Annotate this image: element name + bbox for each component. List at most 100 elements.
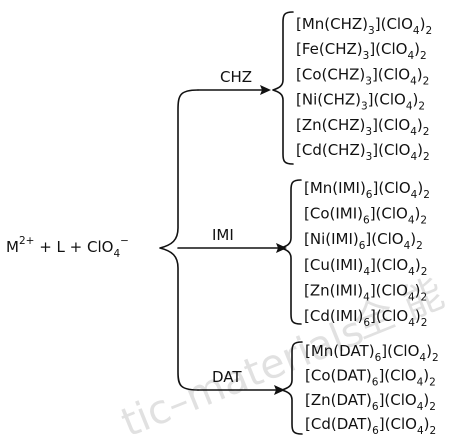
formula-subscript: 4 <box>417 401 424 413</box>
formula-subscript: 4 <box>410 75 417 87</box>
formula-subscript: 3 <box>368 25 375 37</box>
formula-subscript: 2 <box>429 401 436 413</box>
formula-part: ](ClO <box>381 342 419 360</box>
formula-subscript: 2 <box>423 126 430 138</box>
product-formula: [Mn(IMI)6](ClO4)2 <box>304 179 430 201</box>
formula-subscript: 2 <box>423 75 430 87</box>
product-formula: [Co(CHZ)3](ClO4)2 <box>296 65 429 87</box>
formula-part: [Fe(CHZ) <box>296 40 363 58</box>
formula-part: [Cd(CHZ) <box>296 141 366 159</box>
branch-label-imi: IMI <box>212 226 234 244</box>
formula-subscript: 4 <box>411 189 418 201</box>
formula-subscript: 4 <box>404 240 411 252</box>
formula-part: ) <box>423 366 429 384</box>
formula-part: [Mn(DAT) <box>305 342 375 360</box>
formula-subscript: 6 <box>363 317 370 329</box>
formula-part: ](ClO <box>379 391 417 409</box>
formula-part: [Cd(IMI) <box>304 307 363 325</box>
metal-charge: 2+ <box>19 235 34 247</box>
formula-subscript: 4 <box>408 215 415 227</box>
formula-part: ) <box>420 15 426 33</box>
formula-part: ](ClO <box>372 65 410 83</box>
perchlorate-subscript: 4 <box>113 248 120 260</box>
plus-sign: + <box>65 238 87 256</box>
formula-part: [Cu(IMI) <box>304 256 363 274</box>
formula-subscript: 4 <box>417 376 424 388</box>
product-formula: [Zn(IMI)4](ClO4)2 <box>304 281 427 303</box>
formula-part: ](ClO <box>372 116 410 134</box>
formula-subscript: 4 <box>419 352 426 364</box>
formula-part: ](ClO <box>378 366 416 384</box>
formula-part: ) <box>423 391 429 409</box>
formula-part: [Co(IMI) <box>304 205 363 223</box>
perchlorate-charge: − <box>120 235 129 247</box>
formula-subscript: 2 <box>420 215 427 227</box>
arrowhead-dat <box>274 385 285 395</box>
product-formula: [Zn(DAT)6](ClO4)2 <box>305 391 436 413</box>
product-formula: [Cu(IMI)4](ClO4)2 <box>304 256 427 278</box>
formula-subscript: 6 <box>359 240 366 252</box>
product-brace-dat <box>281 341 303 435</box>
formula-part: [Ni(IMI) <box>304 230 359 248</box>
product-formula: [Zn(CHZ)3](ClO4)2 <box>296 116 429 138</box>
formula-part: ) <box>426 342 432 360</box>
formula-subscript: 2 <box>418 101 425 113</box>
formula-part: ](ClO <box>370 205 408 223</box>
formula-part: ](ClO <box>368 91 406 109</box>
formula-subscript: 4 <box>363 266 370 278</box>
formula-part: ) <box>413 91 419 109</box>
formula-subscript: 4 <box>406 101 413 113</box>
formula-part: ](ClO <box>375 15 413 33</box>
product-formula: [Ni(CHZ)3](ClO4)2 <box>296 91 425 113</box>
product-formula: [Cd(CHZ)3](ClO4)2 <box>296 141 430 163</box>
formula-part: [Co(DAT) <box>305 366 372 384</box>
formula-subscript: 2 <box>421 266 428 278</box>
formula-subscript: 4 <box>407 50 414 62</box>
formula-subscript: 6 <box>372 401 379 413</box>
formula-part: ) <box>417 141 423 159</box>
formula-subscript: 6 <box>366 189 373 201</box>
branch-label-dat: DAT <box>212 368 242 386</box>
product-formula: [Mn(CHZ)3](ClO4)2 <box>296 15 432 37</box>
formula-subscript: 3 <box>365 126 372 138</box>
formula-part: ](ClO <box>365 230 403 248</box>
formula-part: ](ClO <box>370 256 408 274</box>
metal: M <box>6 238 19 256</box>
formula-part: ) <box>424 415 430 433</box>
branch-label-chz: CHZ <box>220 68 252 86</box>
formula-part: ) <box>415 205 421 223</box>
formula-subscript: 3 <box>365 75 372 87</box>
arrowhead-chz <box>260 85 271 95</box>
formula-subscript: 2 <box>421 291 428 303</box>
formula-part: [Zn(CHZ) <box>296 116 365 134</box>
product-formula: [Cd(DAT)6](ClO4)2 <box>305 415 436 437</box>
formula-part: ) <box>415 281 421 299</box>
main-brace <box>159 89 199 391</box>
formula-part: ](ClO <box>370 307 408 325</box>
formula-part: [Zn(IMI) <box>304 281 363 299</box>
formula-subscript: 6 <box>372 376 379 388</box>
formula-part: ](ClO <box>372 141 410 159</box>
formula-part: ) <box>417 65 423 83</box>
ligand: L <box>57 238 66 256</box>
formula-subscript: 3 <box>361 101 368 113</box>
formula-subscript: 4 <box>408 317 415 329</box>
product-brace-chz <box>272 11 294 165</box>
formula-subscript: 2 <box>416 240 423 252</box>
formula-part: ) <box>415 307 421 325</box>
formula-part: ) <box>414 40 420 58</box>
formula-subscript: 6 <box>363 215 370 227</box>
formula-part: [Ni(CHZ) <box>296 91 361 109</box>
formula-subscript: 2 <box>421 317 428 329</box>
perchlorate: ClO <box>87 238 113 256</box>
branch-arrows <box>177 85 287 395</box>
product-formula: [Ni(IMI)6](ClO4)2 <box>304 230 423 252</box>
product-lists: [Mn(CHZ)3](ClO4)2[Fe(CHZ)3](ClO4)2[Co(CH… <box>296 15 439 437</box>
reactants-formula: M2+ + L + ClO4− <box>6 235 129 260</box>
formula-part: ) <box>417 116 423 134</box>
product-formula: [Fe(CHZ)3](ClO4)2 <box>296 40 427 62</box>
product-formula: [Co(IMI)6](ClO4)2 <box>304 205 427 227</box>
formula-subscript: 4 <box>410 126 417 138</box>
formula-subscript: 4 <box>417 425 424 437</box>
